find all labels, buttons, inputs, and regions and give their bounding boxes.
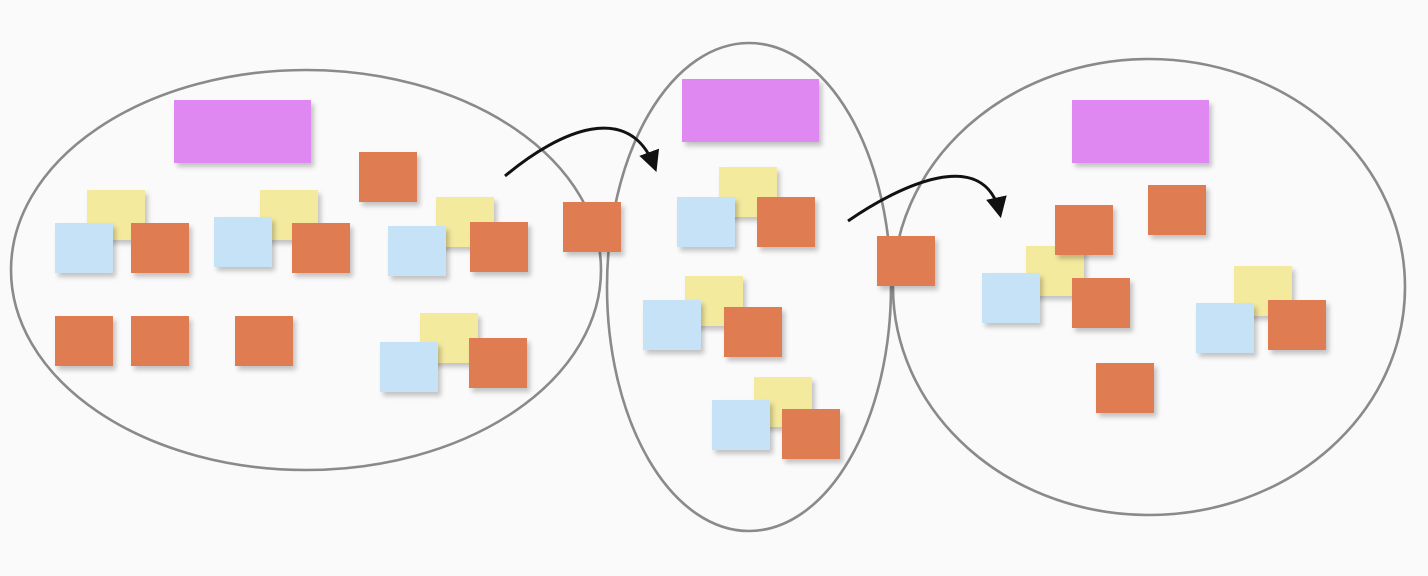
middle-group-cluster-3-blue-note [712,400,770,450]
left-group-cluster-1-orange-note [131,223,189,273]
left-group-outline [9,68,603,472]
middle-group-cluster-2-orange-note [724,307,782,357]
middle-group-cluster-2-blue-note [643,300,701,350]
arrows-layer [504,126,1007,223]
middle-group-cluster-1-blue-note [677,197,735,247]
left-group-cluster-3-blue-note [388,226,446,276]
right-group-cluster-2-blue-note [1196,303,1254,353]
right-group-single-orange-note [1096,363,1154,413]
left-group-single-orange-note [235,316,293,366]
middle-group-outline [605,41,893,533]
left-group-header-note [174,100,311,163]
left-group-single-orange-note [131,316,189,366]
sticky-notes-layer [55,79,1326,459]
right-group-header-note [1072,100,1209,163]
right-group-cluster-1-orange-note [1072,278,1130,328]
overlap-note-2 [877,236,935,286]
right-group-outline [891,57,1407,517]
left-group-single-orange-note [55,316,113,366]
right-group-single-orange-note [1055,205,1113,255]
left-group-cluster-1-blue-note [55,223,113,273]
middle-group-cluster-3-orange-note [782,409,840,459]
right-group-single-orange-note [1148,185,1206,235]
middle-group-header-note [682,79,819,142]
right-group-cluster-1-blue-note [982,273,1040,323]
group-outlines-layer [9,41,1407,533]
left-group-cluster-3-orange-note [470,222,528,272]
curved-arrow-icon-left-group-to-middle-group [504,126,660,178]
middle-group-cluster-1-orange-note [757,197,815,247]
left-group-cluster-4-blue-note [380,342,438,392]
left-group-cluster-2-orange-note [292,223,350,273]
left-group-single-orange-note [359,152,417,202]
right-group-cluster-2-orange-note [1268,300,1326,350]
left-group-cluster-4-orange-note [469,338,527,388]
left-group-cluster-2-blue-note [214,217,272,267]
curved-arrow-icon-middle-group-to-right-group [847,174,1007,223]
overlap-note-1 [563,202,621,252]
